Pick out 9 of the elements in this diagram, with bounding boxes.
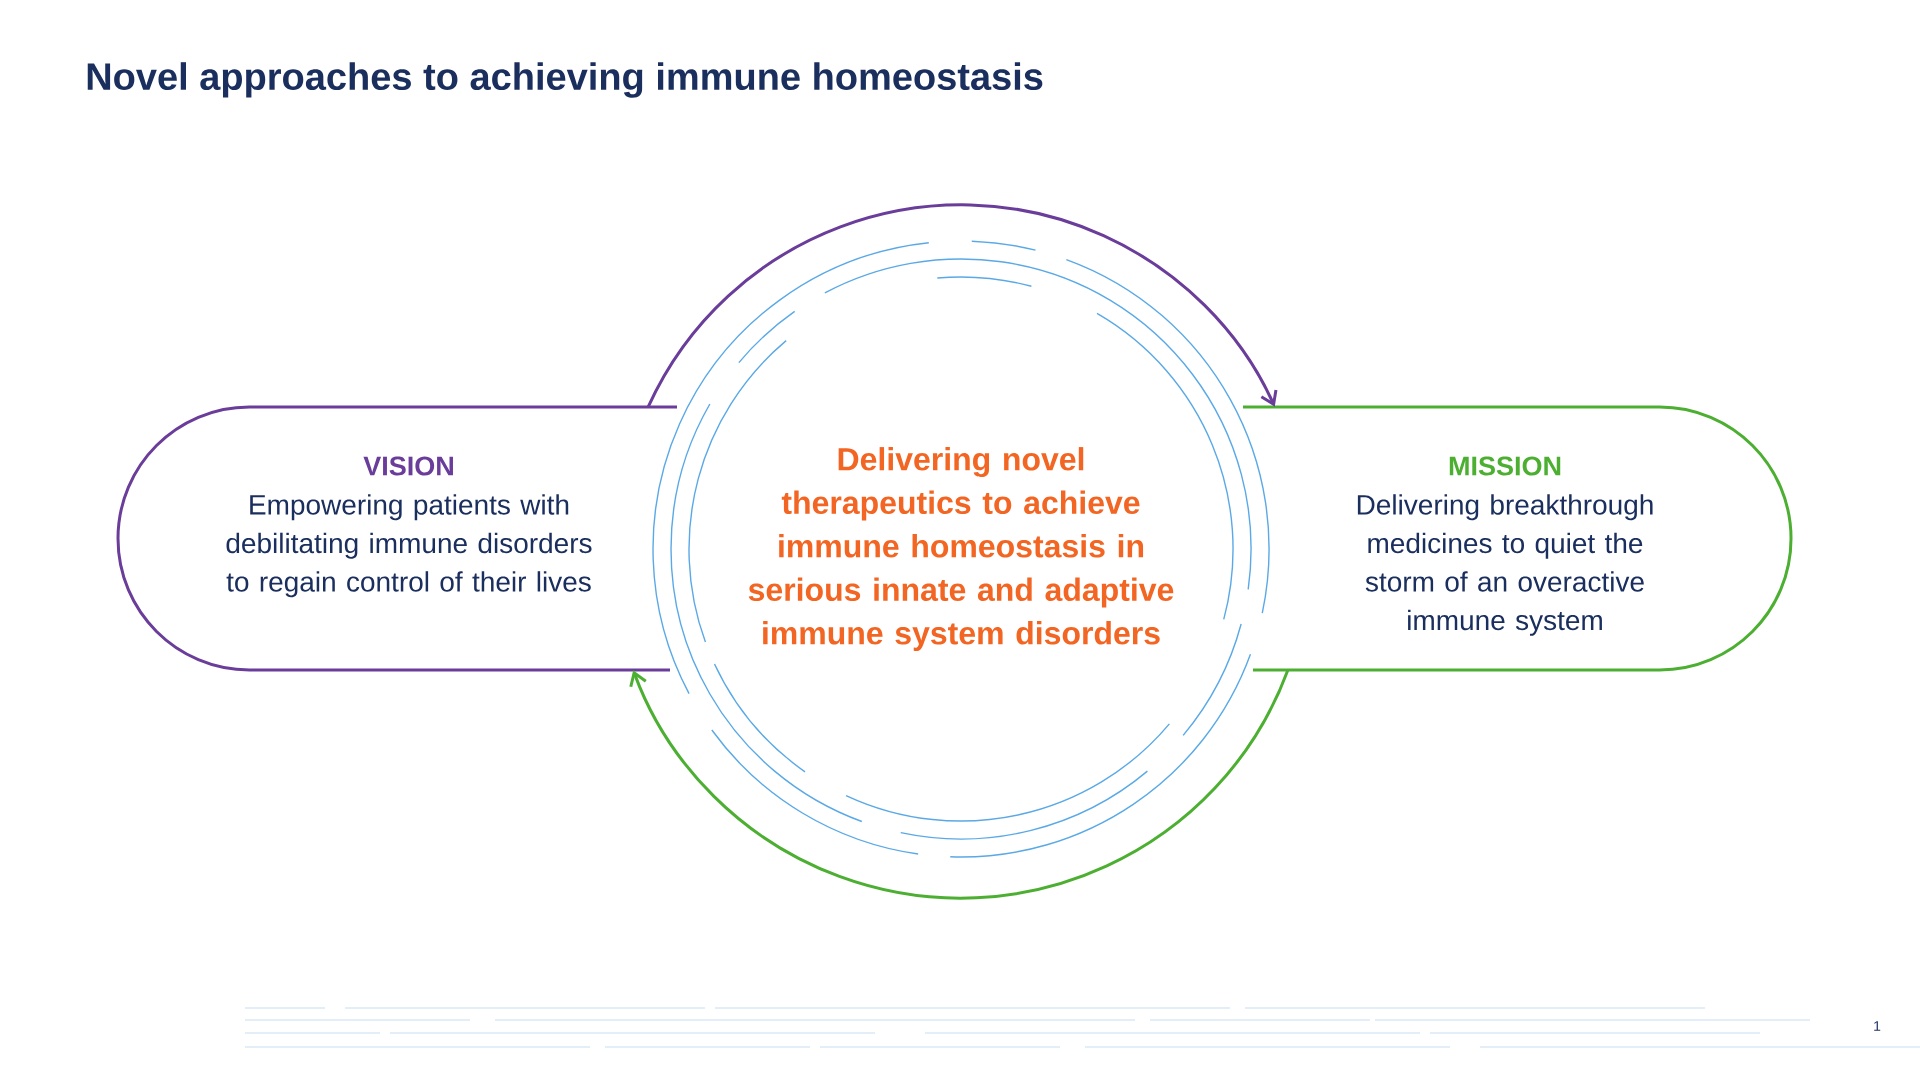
- arrow: [646, 203, 1278, 408]
- panel-text: Delivering breakthrough medicines to quiet the storm of an overactive immune system: [1357, 494, 1653, 636]
- title: Novel approaches to achieving immune homeostasis: [87, 62, 1043, 98]
- circle-text: Delivering novel therapeutics to achieve immune homeostasis in serious innate and adaptive immune system disorders: [748, 447, 1174, 651]
- page-number: 1: [1874, 1021, 1881, 1031]
- panel-heading: VISION: [363, 456, 453, 476]
- panel-heading: MISSION: [1449, 456, 1561, 476]
- arrow: [629, 669, 1290, 900]
- panel-text: Empowering patients with debilitating immune disorders to regain control of their lives: [226, 494, 592, 598]
